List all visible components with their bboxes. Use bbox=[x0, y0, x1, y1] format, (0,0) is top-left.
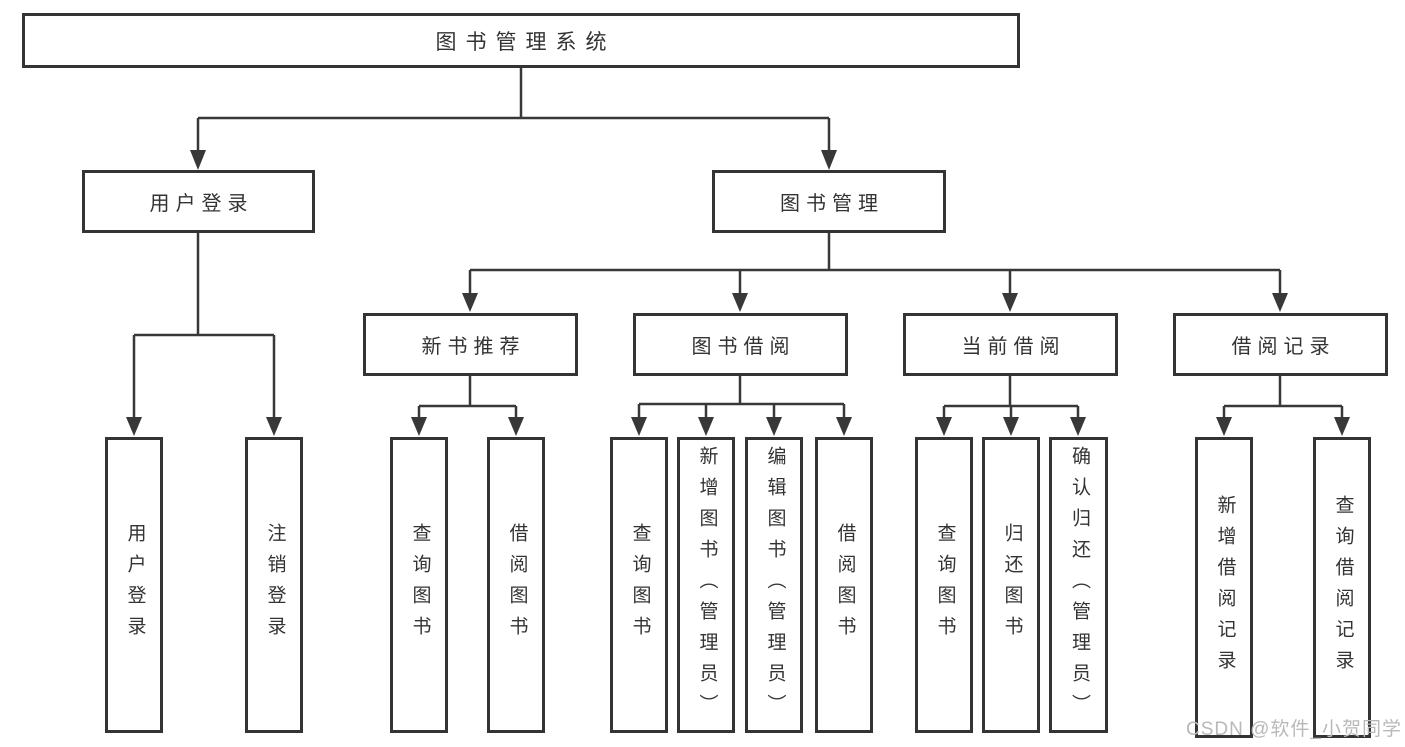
leaf-user-login: 用户登录 bbox=[105, 437, 163, 733]
leaf-confirm-return-admin: 确认归还（管理员） bbox=[1049, 437, 1108, 733]
leaf-add-books-admin: 新增图书（管理员） bbox=[677, 437, 735, 733]
leaf-borrow-books: 借阅图书 bbox=[815, 437, 873, 733]
node-borrow-records: 借阅记录 bbox=[1173, 313, 1388, 376]
node-book-borrow: 图书借阅 bbox=[633, 313, 848, 376]
leaf-query-books-current: 查询图书 bbox=[915, 437, 973, 733]
leaf-return-books: 归还图书 bbox=[982, 437, 1040, 733]
node-current-borrow: 当前借阅 bbox=[903, 313, 1118, 376]
node-new-book-recommend: 新书推荐 bbox=[363, 313, 578, 376]
node-book-management: 图书管理 bbox=[712, 170, 946, 233]
leaf-logout: 注销登录 bbox=[245, 437, 303, 733]
leaf-query-books-recommend: 查询图书 bbox=[390, 437, 448, 733]
leaf-edit-books-admin: 编辑图书（管理员） bbox=[745, 437, 803, 733]
leaf-borrow-books-recommend: 借阅图书 bbox=[487, 437, 545, 733]
leaf-add-borrow-record: 新增借阅记录 bbox=[1195, 437, 1253, 738]
watermark: CSDN @软件_小贺同学 bbox=[1186, 719, 1402, 740]
node-root: 图书管理系统 bbox=[22, 13, 1020, 68]
leaf-query-books-borrow: 查询图书 bbox=[610, 437, 668, 733]
leaf-query-borrow-record: 查询借阅记录 bbox=[1313, 437, 1371, 738]
node-user-login: 用户登录 bbox=[82, 170, 315, 233]
